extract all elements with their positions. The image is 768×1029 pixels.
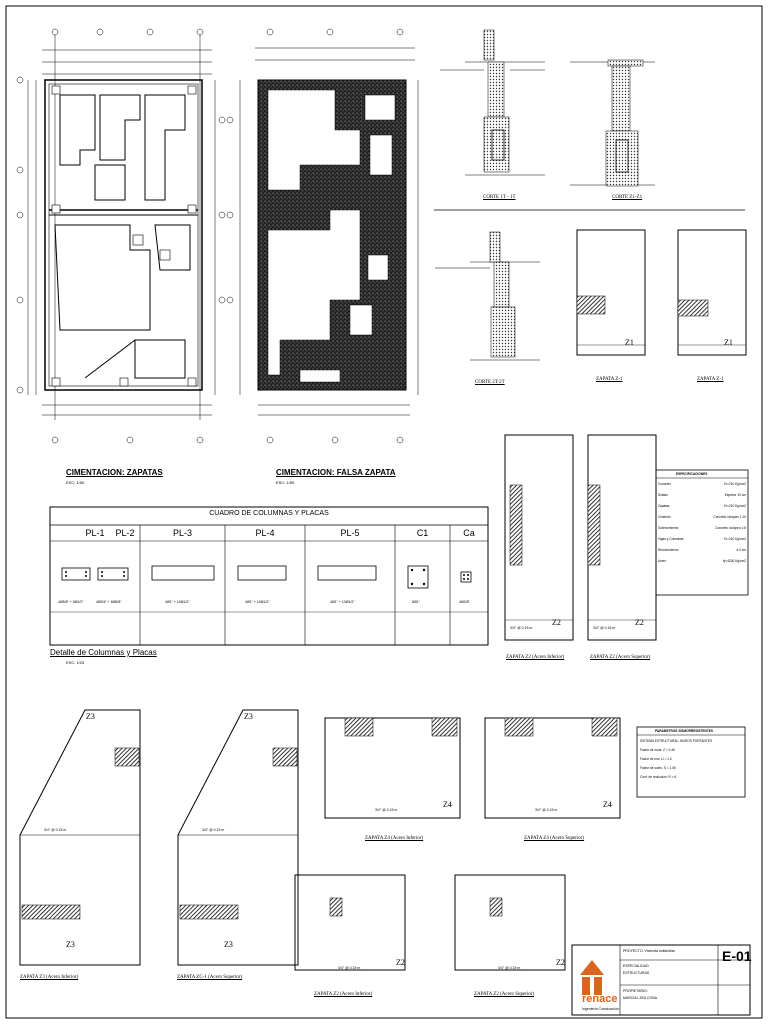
z2b-label: Z2 [635,618,644,627]
z2a-bottom-rebar: 3/4" @ 0.15 m [338,966,361,970]
col-header-pl5: PL-5 [340,528,360,538]
col-header-pl1: PL-1 [85,528,105,538]
zapata-z2-bottom [294,874,566,971]
zapata-z1-plans [576,229,747,356]
z2a-bottom-caption: ZAPATA Z2 (Acero Inferior) [314,992,373,997]
col-header-ca: Ca [463,528,475,538]
z3a-caption: ZAPATA Z3 (Acero Inferior) [20,975,79,980]
company-logo-text: renace [582,993,618,1005]
col-header-c1: C1 [416,528,429,538]
plan-zapatas-scale: ESC: 1/50 [66,480,85,485]
z4a-caption: ZAPATA Z4 (Acero Inferior) [365,836,424,841]
sismo-line: Coef. de reduccion: R = 6 [640,775,677,779]
z3a-label-top: Z3 [86,712,95,721]
col-rebar-ca: 4Ø3/8" [459,600,470,604]
project-label: PROYECTO: Vivienda unifamiliar [623,949,675,953]
columns-detail-scale: ESC: 1/25 [66,660,85,665]
col-rebar-pl3: 4Ø1" + 10Ø1/2" [165,600,190,604]
sheet-id: E-01 [722,948,752,964]
z1b-caption: ZAPATA Z-1 [697,377,724,382]
z2a-label: Z2 [552,618,561,627]
z2a-bottom-label: Z2 [396,958,405,967]
zapata-z3-bottom [19,709,299,966]
z1a-label: Z1 [625,338,634,347]
zapata-z2-tall [504,434,657,641]
z2a-rebar: 3/4" @ 0.15 m [510,626,533,630]
z4b-rebar: 3/4" @ 0.15 m [535,808,558,812]
col-header-pl4: PL-4 [255,528,275,538]
z3b-rebar: 3/4" @ 0.15 m [202,828,225,832]
z2b-bottom-rebar: 3/4" @ 0.15 m [498,966,521,970]
z2b-rebar: 3/4" @ 0.15 m [593,626,616,630]
col-rebar-pl5: 4Ø1" + 10Ø1/2" [330,600,355,604]
company-sub: Ingeniería Construcción [582,1007,619,1011]
z3a-label-bot: Z3 [66,940,75,949]
sheet-border [5,5,763,1019]
disc-label: ESPECIALIDAD: [623,964,650,968]
section-z1-title: CORTE Z1-Z1 [612,195,643,200]
col-rebar-pl1: 4Ø5/8" + 8Ø1/2" [58,600,84,604]
disc-value: ESTRUCTURAS [623,971,650,975]
col-header-pl3: PL-3 [172,528,192,538]
sismo-line: Factor de zona: Z = 0.45 [640,748,675,752]
owner-value: MARCIAL ZEA CONA [623,996,658,1000]
sismo-box [636,726,746,798]
specs-title: ESPECIFICACIONES [676,472,708,476]
z2b-bottom-caption: ZAPATA Z2 (Acero Superior) [474,992,535,997]
z3b-label-top: Z3 [244,712,253,721]
plan-falsa-scale: ESC: 1/50 [276,480,295,485]
z2a-caption: ZAPATA Z2 (Acero Inferior) [506,655,565,660]
z2b-bottom-label: Z2 [556,958,565,967]
sismo-line: SISTEMA ESTRUCTURAL: MUROS PORTANTES [640,739,712,743]
section-2t-title: CORTE 2T-2T [475,380,505,385]
z3b-label-bot: Z3 [224,940,233,949]
columns-table-title: CUADRO DE COLUMNAS Y PLACAS [209,510,329,517]
sismo-line: Factor de uso: U = 1.0 [640,757,672,761]
col-rebar-pl2: 4Ø3/4" + 8Ø5/8" [96,600,122,604]
sismo-lines: SISTEMA ESTRUCTURAL: MUROS PORTANTES Fac… [640,739,744,784]
z3a-rebar: 3/4" @ 0.15 m [44,828,67,832]
col-rebar-pl4: 4Ø1" + 10Ø1/2" [245,600,270,604]
z3b-caption: ZAPATA ZC-1 (Acero Superior) [177,975,243,980]
title-block [571,944,751,1016]
plan-zapatas [16,28,226,444]
col-header-pl2: PL-2 [115,528,135,538]
z1a-caption: ZAPATA Z-1 [596,377,623,382]
z4b-caption: ZAPATA Z4 (Acero Superior) [524,836,585,841]
plan-falsa-title: CIMENTACION: FALSA ZAPATA [276,468,396,477]
col-rebar-c1: 8Ø1" [412,600,420,604]
section-details [435,29,655,361]
z1b-label: Z1 [724,338,733,347]
owner-label: PROPIETARIO: [623,989,648,993]
z4b-label: Z4 [603,800,612,809]
plan-zapatas-title: CIMENTACION: ZAPATAS [66,468,163,477]
columns-detail-title: Detalle de Columnas y Placas [50,648,157,657]
z2b-caption: ZAPATA Z2 (Acero Superior) [590,655,651,660]
plan-falsa-zapata [226,28,419,444]
specs-box [655,469,749,596]
z4a-label: Z4 [443,800,452,809]
z4a-rebar: 3/4" @ 0.15 m [375,808,398,812]
sismo-title: PARAMETROS SISMORRESISTENTES [655,729,714,733]
sismo-line: Factor de suelo: S = 1.05 [640,766,676,770]
section-1t-title: CORTE 1T - 1T [483,195,516,200]
columns-table [49,506,489,646]
zapata-z4-bottom [324,717,621,819]
